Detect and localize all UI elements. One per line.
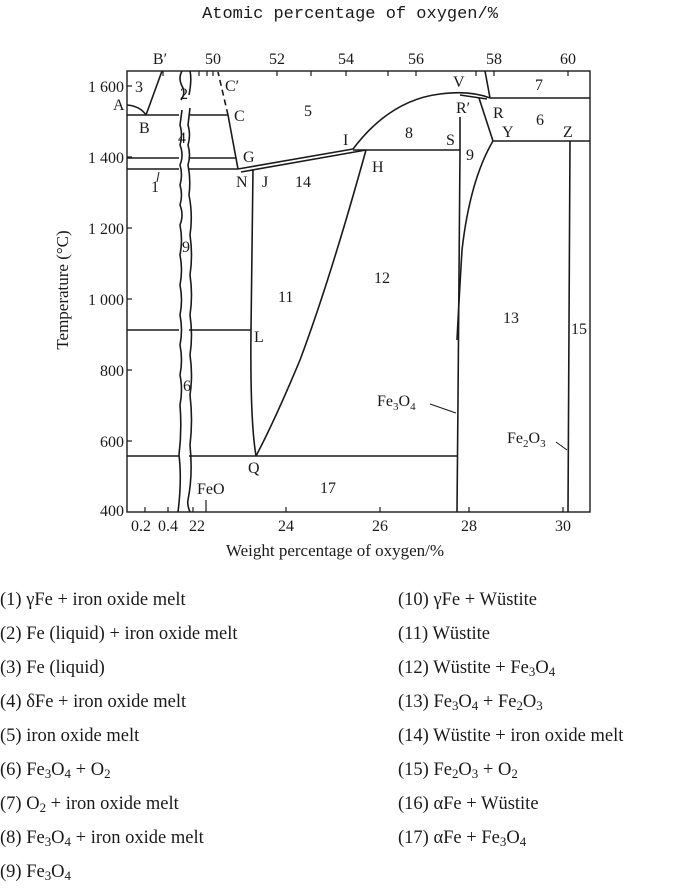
legend-item-6: (6) Fe3O4 + O2	[0, 760, 111, 781]
point-N-label: N	[236, 174, 248, 191]
y-axis-title: Temperature (°C)	[53, 230, 72, 349]
region-4-label: 4	[178, 130, 186, 147]
top-axis-ticks: B′ 50 52 54 56 58 60	[153, 51, 576, 68]
point-V-label: V	[453, 74, 465, 91]
fe3o4-label: Fe3O4	[377, 393, 416, 413]
point-B-label: B	[139, 120, 150, 137]
x-axis-ticks: 0.2 0.4 22 24 26 28 30	[131, 518, 571, 535]
region-7-label: 7	[535, 77, 543, 94]
region-6-second-label: 6	[183, 378, 191, 395]
phase-boundaries	[126, 70, 590, 513]
region-labels: 3 2 4 1 5 14 8 9 6 7 9 11 12 13 15 6 17	[135, 77, 587, 497]
legend-item-1: (1) γFe + iron oxide melt	[0, 590, 186, 610]
legend-item-4: (4) δFe + iron oxide melt	[0, 692, 187, 712]
legend-item-3: (3) Fe (liquid)	[0, 658, 105, 678]
fe2o3-label: Fe2O3	[507, 430, 546, 450]
region-11-label: 11	[278, 289, 293, 306]
y-tick-800: 800	[100, 363, 124, 380]
legend-item-9: (9) Fe3O4	[0, 862, 72, 883]
region-5-label: 5	[304, 103, 312, 120]
region-12-label: 12	[374, 270, 390, 287]
top-tick-60: 60	[560, 51, 576, 68]
legend-left-column: (1) γFe + iron oxide melt (2) Fe (liquid…	[0, 583, 238, 889]
point-G-label: G	[243, 149, 255, 166]
point-Rprime-label: R′	[456, 100, 470, 117]
plot-frame	[126, 70, 591, 513]
region-1-label: 1	[151, 179, 159, 196]
point-H-label: H	[372, 159, 384, 176]
legend-item-16: (16) αFe + Wüstite	[398, 794, 539, 814]
region-9-label: 9	[466, 147, 474, 164]
x-tick-0.2: 0.2	[131, 518, 151, 535]
x-tick-marks	[144, 500, 564, 512]
phase-diagram: Atomic percentage of oxygen/% B′ 50 52 5…	[53, 5, 591, 560]
region-6-label: 6	[536, 112, 544, 129]
x-tick-28: 28	[461, 518, 477, 535]
point-C-label: C	[234, 108, 245, 125]
point-I-label: I	[343, 132, 348, 149]
y-tick-1200: 1 200	[88, 221, 124, 238]
feo-label: FeO	[197, 481, 225, 498]
legend-item-12: (12) Wüstite + Fe3O4	[398, 658, 556, 679]
top-tick-56: 56	[408, 51, 424, 68]
top-tick-marks	[162, 71, 569, 76]
legend-item-17: (17) αFe + Fe3O4	[398, 828, 527, 849]
x-tick-0.4: 0.4	[158, 518, 178, 535]
top-tick-54: 54	[338, 51, 354, 68]
point-R-label: R	[493, 105, 504, 122]
legend-item-5: (5) iron oxide melt	[0, 726, 140, 746]
x-axis-title: Weight percentage of oxygen/%	[226, 541, 444, 560]
region-8-label: 8	[405, 125, 413, 142]
x-tick-30: 30	[555, 518, 571, 535]
legend-item-11: (11) Wüstite	[398, 624, 490, 644]
legend-item-2: (2) Fe (liquid) + iron oxide melt	[0, 624, 238, 644]
y-tick-marks	[127, 85, 132, 442]
top-tick-52: 52	[269, 51, 285, 68]
region-14-label: 14	[295, 174, 311, 191]
x-tick-24: 24	[278, 518, 294, 535]
point-Q-label: Q	[248, 460, 260, 477]
top-axis-title: Atomic percentage of oxygen/%	[202, 5, 499, 24]
legend-item-13: (13) Fe3O4 + Fe2O3	[398, 692, 543, 713]
top-tick-bprime: B′	[153, 51, 167, 68]
region-17-label: 17	[320, 480, 336, 497]
top-tick-58: 58	[486, 51, 502, 68]
x-tick-22: 22	[189, 518, 205, 535]
legend-right-column: (10) γFe + Wüstite (11) Wüstite (12) Wüs…	[398, 583, 623, 855]
y-tick-1000: 1 000	[88, 292, 124, 309]
region-3-label: 3	[135, 79, 143, 96]
region-2-label: 2	[180, 86, 188, 103]
legend-item-10: (10) γFe + Wüstite	[398, 590, 538, 610]
y-tick-600: 600	[100, 434, 124, 451]
region-15-label: 15	[571, 321, 587, 338]
legend-item-8: (8) Fe3O4 + iron oxide melt	[0, 828, 204, 849]
region-9-second-label: 9	[182, 239, 190, 256]
legend-item-7: (7) O2 + iron oxide melt	[0, 794, 179, 815]
point-A-label: A	[113, 97, 125, 114]
y-tick-400: 400	[100, 503, 124, 520]
point-Cprime-label: C′	[225, 78, 239, 95]
y-tick-1600: 1 600	[88, 79, 124, 96]
point-L-label: L	[254, 329, 264, 346]
point-labels: A B C′ C G N J I H L Q S V R′ R Y Z	[113, 74, 573, 477]
y-tick-1400: 1 400	[88, 150, 124, 167]
legend-item-15: (15) Fe2O3 + O2	[398, 760, 518, 781]
x-tick-26: 26	[372, 518, 388, 535]
point-S-label: S	[446, 132, 455, 149]
point-Z-label: Z	[563, 124, 573, 141]
point-J-label: J	[262, 174, 268, 191]
legend-item-14: (14) Wüstite + iron oxide melt	[398, 726, 624, 746]
top-tick-50: 50	[205, 51, 221, 68]
region-13-label: 13	[503, 310, 519, 327]
point-Y-label: Y	[502, 124, 514, 141]
y-axis-ticks: 1 600 1 400 1 200 1 000 800 600 400	[88, 79, 124, 520]
